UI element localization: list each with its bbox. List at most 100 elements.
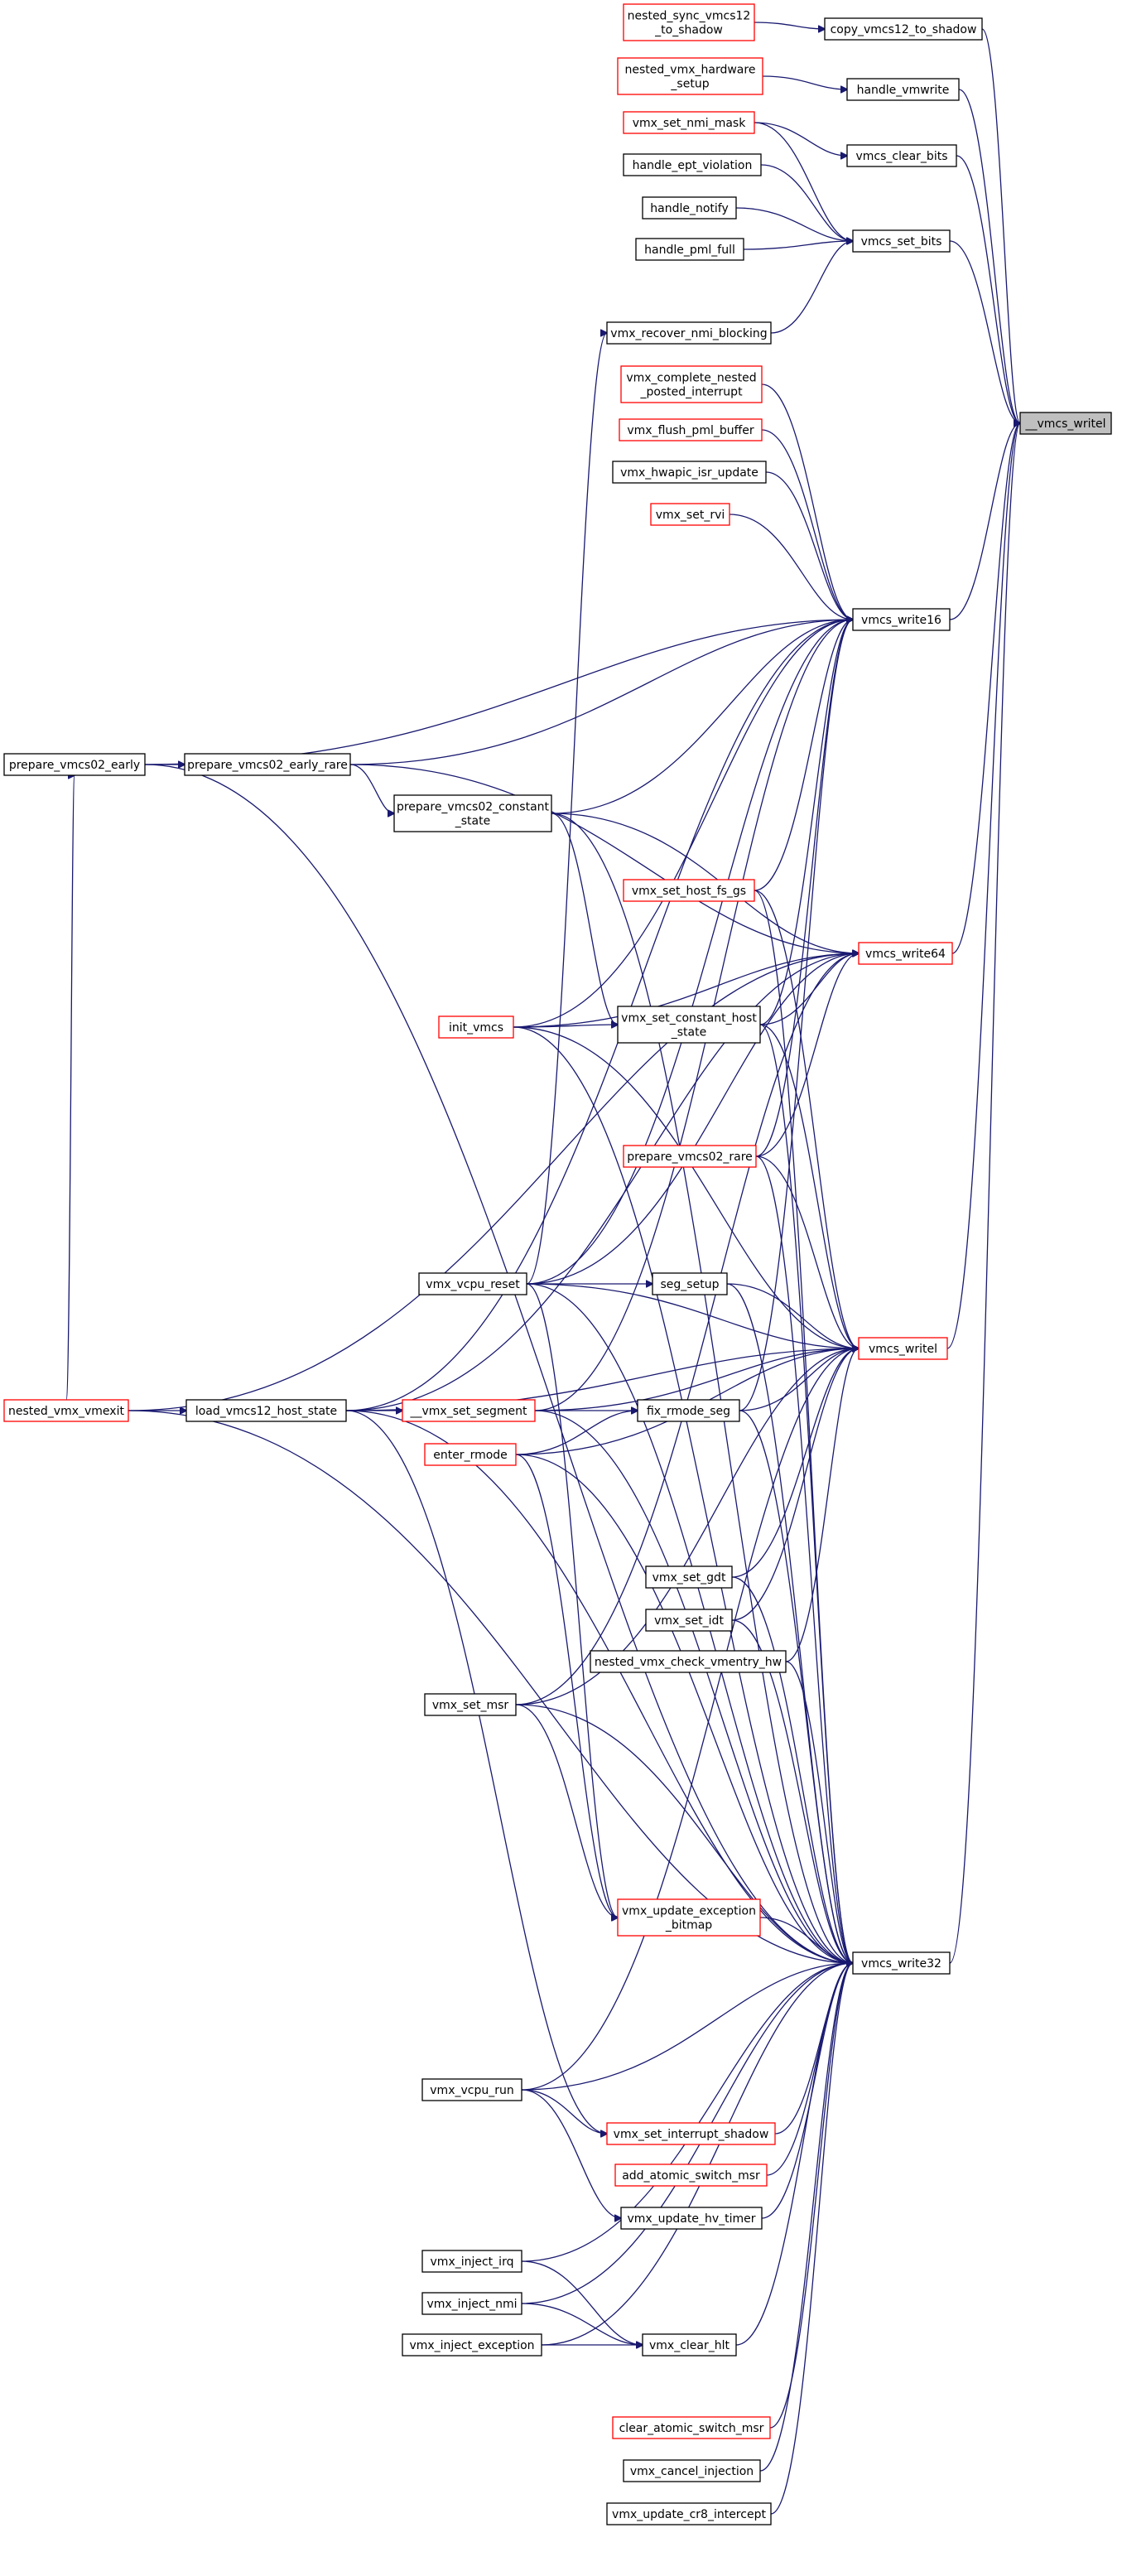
node-vmx_inject_exception[interactable]: vmx_inject_exception	[402, 2333, 542, 2357]
edge-prepare_vmcs02_rare-to-vmcs_write32	[755, 1155, 853, 1963]
node-copy_vmcs12_to_shadow[interactable]: copy_vmcs12_to_shadow	[824, 17, 983, 41]
node-vmcs_clear_bits[interactable]: vmcs_clear_bits	[846, 144, 957, 167]
edge-nested_vmx_vmexit-to-prepare_vmcs02_early	[65, 775, 75, 1401]
node-vmx_complete_nested_posted_interrupt[interactable]: vmx_complete_nested_posted_interrupt	[620, 365, 763, 403]
edge-copy_vmcs12_to_shadow-to-__vmcs_writel	[981, 28, 1020, 423]
edge-clear_atomic_switch_msr-to-vmcs_write32	[769, 1963, 853, 2429]
node-vmx_set_nmi_mask[interactable]: vmx_set_nmi_mask	[623, 111, 755, 134]
edge-vmx_inject_irq-to-vmx_clear_hlt	[521, 2260, 643, 2345]
node-prepare_vmcs02_early[interactable]: prepare_vmcs02_early	[3, 753, 146, 776]
edge-vmx_set_msr-to-vmx_update_exception_bitmap	[515, 1704, 618, 1918]
node-label: nested_sync_vmcs12	[628, 10, 751, 23]
node-label: vmcs_write64	[865, 948, 946, 961]
node-vmx_update_hv_timer[interactable]: vmx_update_hv_timer	[620, 2207, 763, 2230]
node-label: vmx_set_nmi_mask	[633, 117, 747, 130]
node-label: vmx_inject_nmi	[426, 2298, 517, 2311]
node-label: prepare_vmcs02_early_rare	[187, 759, 348, 772]
node-box	[852, 229, 951, 253]
node-vmx_inject_irq[interactable]: vmx_inject_irq	[421, 2250, 522, 2273]
edge-vmx_cancel_injection-to-vmcs_write32	[759, 1963, 853, 2472]
node-nested_vmx_hardware_setup[interactable]: nested_vmx_hardware_setup	[617, 57, 763, 95]
node-label: add_atomic_switch_msr	[622, 2169, 760, 2183]
node-vmx_update_cr8_intercept[interactable]: vmx_update_cr8_intercept	[606, 2502, 772, 2525]
node-__vmx_set_segment[interactable]: __vmx_set_segment	[402, 1399, 536, 1422]
node-handle_pml_full[interactable]: handle_pml_full	[635, 238, 744, 261]
node-box	[623, 2459, 761, 2482]
node-vmcs_write64[interactable]: vmcs_write64	[858, 942, 953, 965]
node-vmx_set_interrupt_shadow[interactable]: vmx_set_interrupt_shadow	[606, 2122, 776, 2145]
node-label: vmx_update_hv_timer	[627, 2212, 755, 2226]
node-seg_setup[interactable]: seg_setup	[652, 1272, 728, 1295]
node-label: vmx_recover_nmi_blocking	[610, 327, 767, 340]
node-vmx_set_constant_host_state[interactable]: vmx_set_constant_host_state	[617, 1006, 761, 1044]
node-label: vmx_set_idt	[654, 1614, 724, 1628]
edge-init_vmcs-to-vmcs_writel	[513, 1026, 859, 1348]
node-box	[424, 1693, 517, 1716]
node-vmx_clear_hlt[interactable]: vmx_clear_hlt	[642, 2333, 737, 2357]
edge-vmx_set_msr-to-vmcs_write64	[515, 953, 859, 1705]
node-vmcs_write16[interactable]: vmcs_write16	[852, 608, 951, 631]
edge-vmcs_write64-to-__vmcs_writel	[951, 423, 1020, 954]
node-label: _setup	[670, 78, 709, 91]
node-vmx_set_rvi[interactable]: vmx_set_rvi	[650, 503, 730, 526]
edge-prepare_vmcs02_early-to-vmcs_write16	[144, 620, 853, 765]
node-nested_vmx_vmexit[interactable]: nested_vmx_vmexit	[3, 1399, 129, 1422]
node-init_vmcs[interactable]: init_vmcs	[438, 1015, 514, 1039]
node-vmx_inject_nmi[interactable]: vmx_inject_nmi	[421, 2292, 522, 2315]
node-vmcs_writel[interactable]: vmcs_writel	[858, 1337, 948, 1360]
node-box	[421, 2250, 522, 2273]
node-enter_rmode[interactable]: enter_rmode	[424, 1443, 517, 1466]
node-add_atomic_switch_msr[interactable]: add_atomic_switch_msr	[614, 2164, 768, 2187]
edge-vmx_vcpu_reset-to-vmx_update_exception_bitmap	[526, 1283, 618, 1918]
node-vmx_set_host_fs_gs[interactable]: vmx_set_host_fs_gs	[623, 879, 755, 902]
node-prepare_vmcs02_rare[interactable]: prepare_vmcs02_rare	[623, 1145, 757, 1168]
node-vmcs_set_bits[interactable]: vmcs_set_bits	[852, 229, 951, 253]
edge-vmx_set_constant_host_state-to-vmcs_write32	[759, 1024, 853, 1963]
node-fix_rmode_seg[interactable]: fix_rmode_seg	[637, 1399, 740, 1422]
node-vmx_flush_pml_buffer[interactable]: vmx_flush_pml_buffer	[619, 418, 763, 441]
node-label: vmx_set_constant_host	[621, 1012, 757, 1025]
node-nested_sync_vmcs12_to_shadow[interactable]: nested_sync_vmcs12_to_shadow	[623, 3, 755, 41]
node-prepare_vmcs02_constant_state[interactable]: prepare_vmcs02_constant_state	[393, 794, 552, 832]
edge-prepare_vmcs02_early_rare-to-vmcs_write64	[349, 764, 859, 953]
node-vmx_cancel_injection[interactable]: vmx_cancel_injection	[623, 2459, 761, 2482]
node-label: vmx_set_interrupt_shadow	[614, 2128, 769, 2141]
edge-vmx_set_idt-to-vmcs_write32	[731, 1619, 853, 1963]
node-label: vmcs_write32	[861, 1957, 941, 1971]
node-handle_vmwrite[interactable]: handle_vmwrite	[846, 78, 960, 101]
node-box	[418, 1272, 527, 1295]
node-vmx_vcpu_run[interactable]: vmx_vcpu_run	[421, 2078, 522, 2101]
node-box	[623, 111, 755, 134]
node-prepare_vmcs02_early_rare[interactable]: prepare_vmcs02_early_rare	[184, 753, 351, 776]
node-nested_vmx_check_vmentry_hw[interactable]: nested_vmx_check_vmentry_hw	[590, 1650, 787, 1673]
node-vmcs_write32[interactable]: vmcs_write32	[852, 1951, 951, 1975]
node-handle_notify[interactable]: handle_notify	[642, 196, 737, 219]
node-load_vmcs12_host_state[interactable]: load_vmcs12_host_state	[185, 1399, 347, 1422]
node-__vmcs_writel[interactable]: __vmcs_writel	[1019, 412, 1112, 435]
node-clear_atomic_switch_msr[interactable]: clear_atomic_switch_msr	[612, 2416, 771, 2439]
node-vmx_set_gdt[interactable]: vmx_set_gdt	[645, 1565, 733, 1589]
node-vmx_set_idt[interactable]: vmx_set_idt	[645, 1609, 733, 1632]
edge-enter_rmode-to-vmx_update_exception_bitmap	[515, 1454, 618, 1918]
node-box	[858, 1337, 948, 1360]
node-label: vmx_set_gdt	[652, 1571, 726, 1585]
edge-vmx_inject_irq-to-vmcs_write32	[521, 1963, 853, 2262]
node-label: handle_pml_full	[644, 244, 735, 257]
node-vmx_set_msr[interactable]: vmx_set_msr	[424, 1693, 517, 1716]
node-vmx_vcpu_reset[interactable]: vmx_vcpu_reset	[418, 1272, 527, 1295]
node-label: _state	[671, 1026, 706, 1040]
node-label: vmx_update_exception	[622, 1905, 756, 1918]
node-label: prepare_vmcs02_early	[9, 759, 140, 772]
node-vmx_recover_nmi_blocking[interactable]: vmx_recover_nmi_blocking	[606, 321, 772, 345]
node-label: vmx_vcpu_reset	[426, 1278, 520, 1291]
edge-vmcs_set_bits-to-__vmcs_writel	[949, 240, 1020, 423]
node-label: vmx_complete_nested	[626, 372, 756, 385]
edge-load_vmcs12_host_state-to-vmcs_write32	[345, 1410, 853, 1963]
node-handle_ept_violation[interactable]: handle_ept_violation	[623, 153, 762, 176]
edge-vmx_set_nmi_mask-to-vmcs_clear_bits	[754, 122, 847, 156]
node-label: vmx_vcpu_run	[430, 2084, 513, 2097]
node-box	[606, 2502, 772, 2525]
edge-fix_rmode_seg-to-vmcs_writel	[739, 1348, 859, 1411]
node-vmx_update_exception_bitmap[interactable]: vmx_update_exception_bitmap	[617, 1898, 761, 1937]
node-vmx_hwapic_isr_update[interactable]: vmx_hwapic_isr_update	[612, 461, 767, 484]
